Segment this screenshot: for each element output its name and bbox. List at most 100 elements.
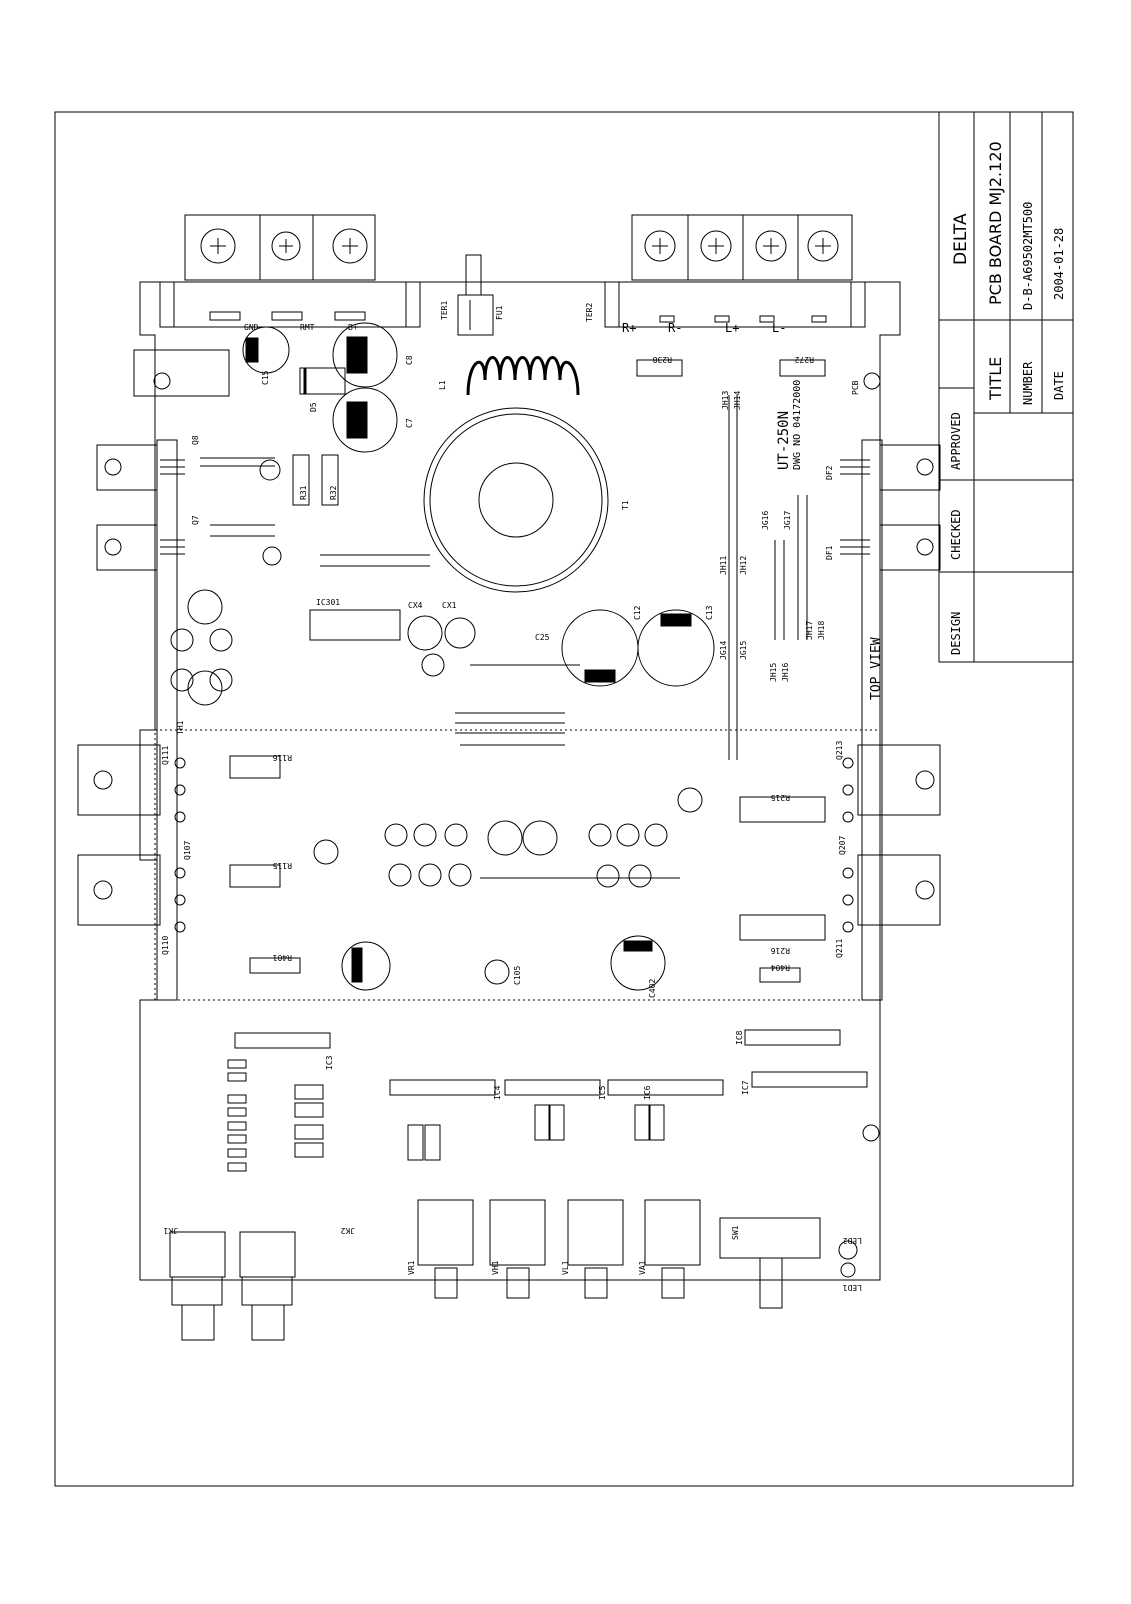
resistor-r215 bbox=[739, 796, 826, 823]
right-rail bbox=[861, 439, 883, 1001]
vh1-label: VH1 bbox=[491, 1260, 500, 1275]
title-block-text: DELTA TITLE PCB BOARD MJ2.120 NUMBER D-B… bbox=[949, 141, 1066, 655]
q7-label: Q7 bbox=[191, 515, 200, 525]
df1-label: DF1 bbox=[825, 545, 834, 560]
t1-label: T1 bbox=[621, 500, 630, 510]
c8-label: C8 bbox=[405, 355, 414, 365]
r116-label: R116 bbox=[273, 753, 292, 762]
d5-label: D5 bbox=[309, 402, 318, 412]
r31-label: R31 bbox=[299, 485, 308, 500]
c13-label: C13 bbox=[705, 605, 714, 620]
ic3-label: IC3 bbox=[325, 1055, 334, 1070]
q211-label: Q211 bbox=[835, 939, 844, 958]
gnd-label: GND bbox=[244, 323, 259, 332]
resistor-r272 bbox=[779, 359, 826, 377]
jh17-label: JH17 bbox=[805, 621, 814, 640]
left-rail bbox=[156, 439, 178, 1001]
to3p-left bbox=[77, 744, 186, 933]
model-label: UT-250N bbox=[776, 411, 792, 470]
led2 bbox=[840, 1262, 856, 1278]
rca-jacks bbox=[169, 1231, 296, 1341]
cap-c12 bbox=[561, 609, 639, 687]
mount-hole-right bbox=[863, 372, 881, 390]
cap-c8 bbox=[332, 322, 398, 388]
view-label: TOP VIEW bbox=[869, 637, 884, 700]
c15-label: C15 bbox=[261, 370, 270, 385]
c12-label: C12 bbox=[633, 605, 642, 620]
r272-label: R272 bbox=[795, 355, 814, 364]
vl1-label: VL1 bbox=[561, 1260, 570, 1275]
to3p-right bbox=[842, 744, 941, 933]
df2-label: DF2 bbox=[825, 465, 834, 480]
q111-label: Q111 bbox=[161, 746, 170, 765]
speaker-pin-r-plus: R+ bbox=[622, 321, 636, 335]
jg14-label: JG14 bbox=[719, 641, 728, 660]
title-label: TITLE bbox=[986, 357, 1005, 401]
mount-hole-bottom bbox=[862, 1124, 880, 1142]
speaker-terminal-block bbox=[604, 214, 866, 328]
approved-label: APPROVED bbox=[949, 412, 963, 470]
title-block bbox=[938, 111, 1074, 663]
speaker-pin-r-minus: R- bbox=[668, 321, 682, 335]
ic6-label: IC6 bbox=[643, 1085, 652, 1100]
c402-label: C402 bbox=[648, 979, 657, 998]
resistor-r401 bbox=[249, 957, 301, 974]
jh16-label: JH16 bbox=[781, 663, 790, 682]
q110-label: Q110 bbox=[161, 936, 170, 955]
th1-label: TH1 bbox=[176, 720, 185, 735]
jk2-label: JK2 bbox=[340, 1226, 355, 1235]
r404-label: R404 bbox=[771, 963, 790, 972]
led1-label: LED1 bbox=[843, 1283, 862, 1292]
jumper-lines bbox=[200, 395, 808, 879]
led1 bbox=[838, 1240, 858, 1260]
cx4-label: CX4 bbox=[408, 601, 423, 610]
q8-label: Q8 bbox=[191, 435, 200, 445]
l1-label: L1 bbox=[438, 380, 447, 390]
ic8-label: IC8 bbox=[735, 1030, 744, 1045]
jg16-label: JG16 bbox=[761, 511, 770, 530]
ter1-label: TER1 bbox=[440, 301, 449, 320]
r215-label: R215 bbox=[771, 793, 790, 802]
va1-label: VA1 bbox=[638, 1260, 647, 1275]
bottom-resistors bbox=[227, 1059, 665, 1172]
resistor-r32 bbox=[321, 454, 339, 506]
jh15-label: JH15 bbox=[769, 663, 778, 682]
r238-label: R238 bbox=[653, 355, 672, 364]
c7-label: C7 bbox=[405, 418, 414, 428]
design-label: DESIGN bbox=[949, 612, 963, 655]
r115-label: R115 bbox=[273, 861, 292, 870]
cap-c105 bbox=[341, 941, 391, 991]
to220-left bbox=[96, 444, 185, 571]
q207-label: Q207 bbox=[838, 836, 847, 855]
resistor-r116 bbox=[229, 755, 281, 779]
jk1-label: JK1 bbox=[163, 1226, 178, 1235]
q213-label: Q213 bbox=[835, 741, 844, 760]
speaker-pin-l-minus: L- bbox=[772, 321, 786, 335]
jg17-label: JG17 bbox=[783, 511, 792, 530]
title-value: PCB BOARD MJ2.120 bbox=[986, 141, 1005, 305]
cap-c402 bbox=[610, 935, 666, 991]
number-value: D-B-A69502MT500 bbox=[1021, 202, 1035, 310]
number-label: NUMBER bbox=[1021, 361, 1035, 405]
power-terminal-block bbox=[159, 214, 421, 328]
q107-label: Q107 bbox=[183, 841, 192, 860]
ic-row bbox=[234, 1029, 868, 1096]
ter2-label: TER2 bbox=[585, 303, 594, 322]
date-label: DATE bbox=[1052, 371, 1066, 400]
resistor-r115 bbox=[229, 864, 281, 888]
switch-lever bbox=[759, 1257, 783, 1309]
vr1-label: VR1 bbox=[407, 1260, 416, 1275]
diode-d5 bbox=[299, 367, 346, 395]
r401-label: R401 bbox=[273, 953, 292, 962]
date-value: 2004-01-28 bbox=[1052, 228, 1066, 300]
mount-hole-left bbox=[153, 372, 171, 390]
ic4-label: IC4 bbox=[493, 1085, 502, 1100]
potentiometers bbox=[417, 1199, 701, 1299]
cap-c7 bbox=[332, 387, 398, 453]
fuse-label: FU1 bbox=[495, 305, 504, 320]
small-transistors bbox=[170, 459, 703, 985]
bplus-label: B+ bbox=[348, 323, 358, 332]
to220-right bbox=[840, 444, 941, 571]
toroid-t1 bbox=[423, 407, 609, 593]
